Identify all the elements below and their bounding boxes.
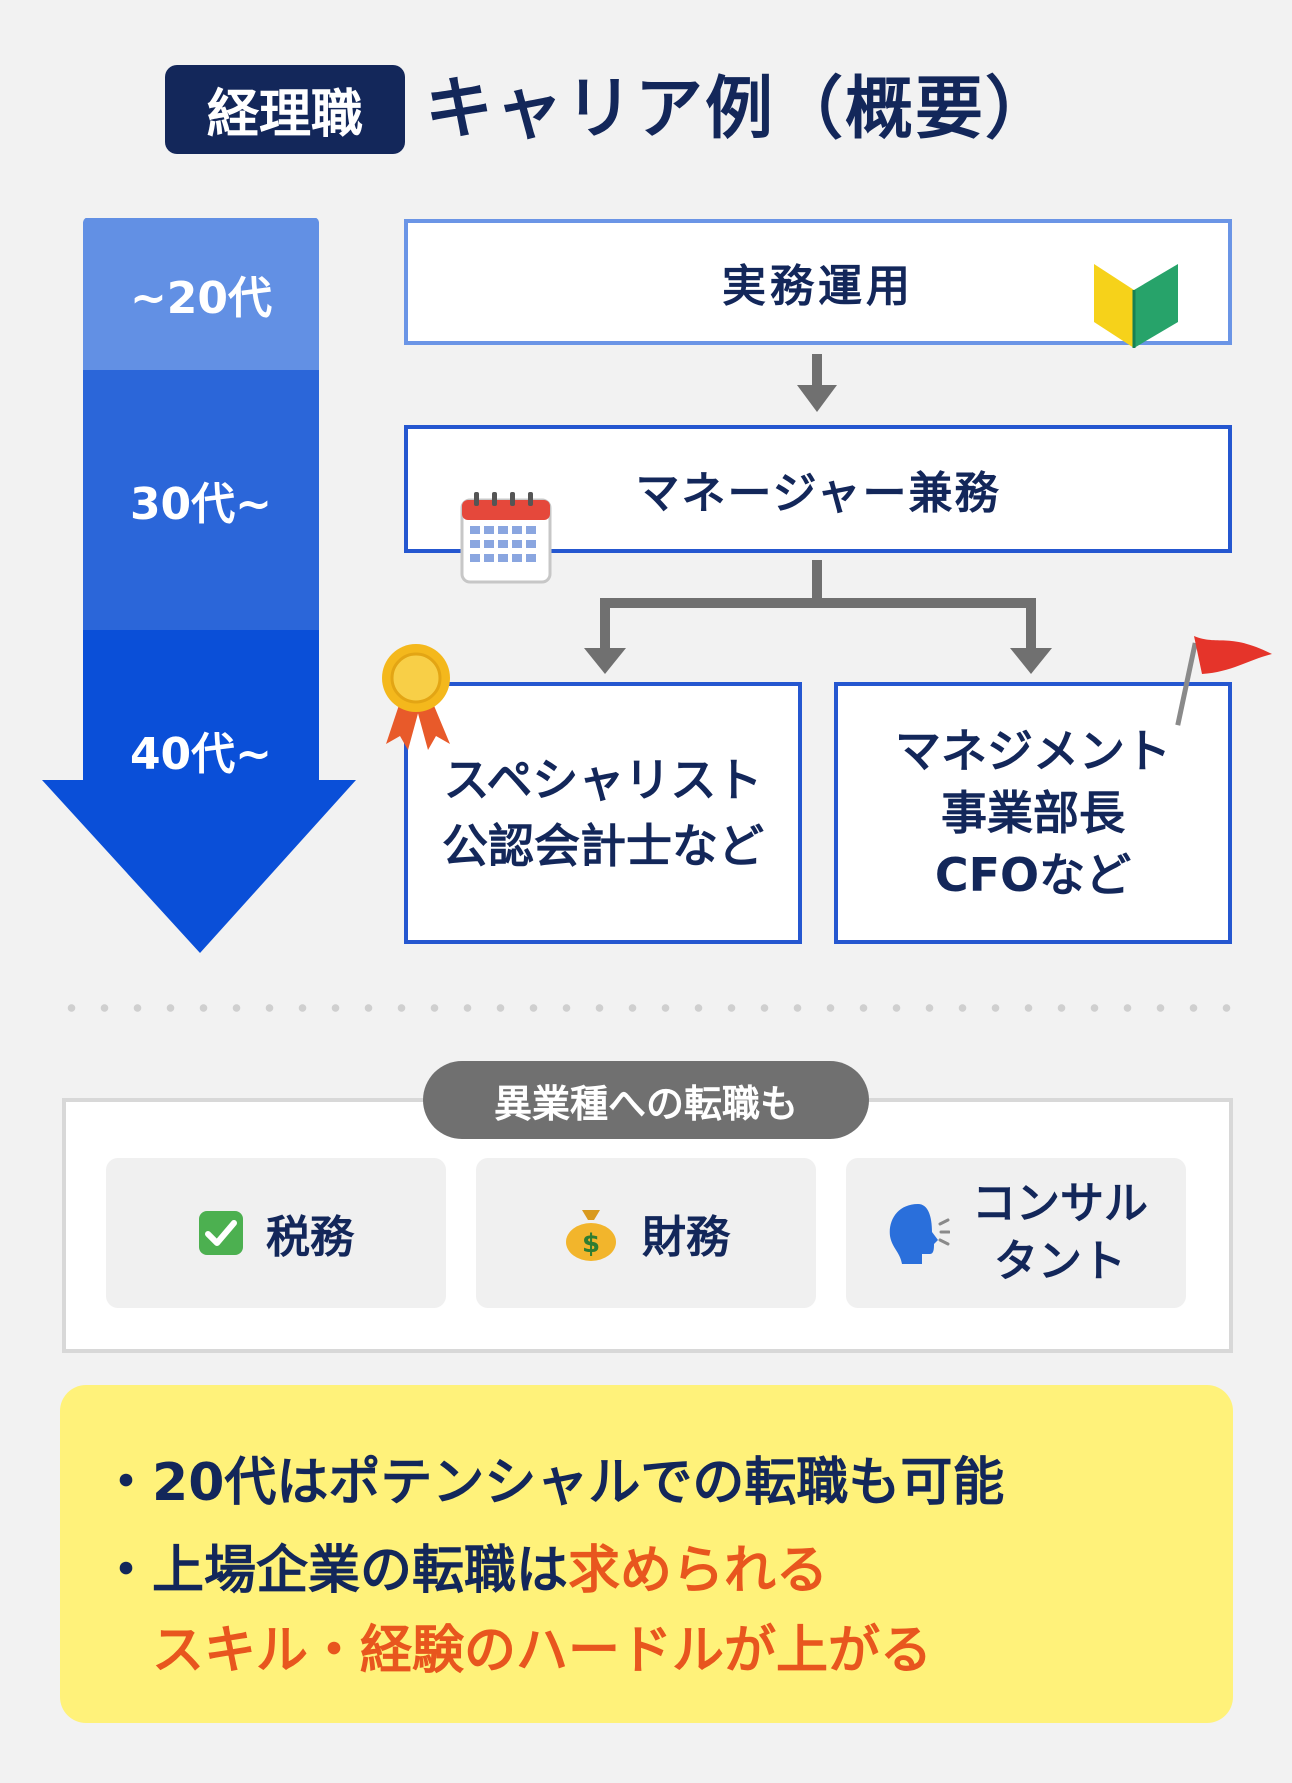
age-label-20s: ~20代 bbox=[129, 273, 273, 324]
connector-arrowhead bbox=[584, 648, 626, 674]
check-mark-icon bbox=[199, 1211, 243, 1255]
beginner-mark-icon bbox=[1094, 264, 1178, 348]
connector-line bbox=[1026, 598, 1036, 652]
connector-line bbox=[600, 598, 1036, 608]
option-label-consultant-2: タント bbox=[994, 1236, 1126, 1287]
role-label-management-2: 事業部長 bbox=[941, 786, 1125, 840]
option-label-consultant-1: コンサル bbox=[972, 1178, 1148, 1229]
connector-line bbox=[812, 560, 822, 606]
option-label-finance: 財務 bbox=[642, 1212, 730, 1263]
title-badge: 経理職 bbox=[165, 65, 405, 154]
age-label-40s: 40代~ bbox=[129, 729, 273, 780]
dotted-divider bbox=[55, 1004, 1237, 1012]
age-label-30s: 30代~ bbox=[129, 479, 273, 530]
money-bag-icon: $ bbox=[566, 1210, 616, 1261]
page-title: キャリア例（概要） bbox=[425, 70, 1056, 149]
flow-connectors bbox=[584, 354, 1052, 674]
note-item-1: ・20代はポテンシャルでの転職も可能 bbox=[100, 1440, 1004, 1515]
role-label-management-1: マネジメント bbox=[895, 724, 1171, 778]
option-chip-tax: 税務 bbox=[106, 1158, 446, 1308]
flag-icon bbox=[1175, 636, 1272, 726]
connector-line bbox=[600, 598, 610, 652]
role-label-specialist-1: スペシャリスト bbox=[443, 753, 763, 807]
note-bullet: ・ bbox=[100, 1541, 153, 1601]
option-chip-consultant: コンサル タント bbox=[846, 1158, 1186, 1308]
role-label-entry: 実務運用 bbox=[722, 261, 914, 312]
age-arrow-shape bbox=[42, 218, 356, 953]
role-box-specialist: スペシャリスト 公認会計士など bbox=[404, 682, 802, 944]
option-chip-finance: $ 財務 bbox=[476, 1158, 816, 1308]
svg-text:$: $ bbox=[582, 1229, 600, 1259]
role-label-specialist-2: 公認会計士など bbox=[442, 819, 764, 873]
note-text-1: 20代はポテンシャルでの転職も可能 bbox=[152, 1453, 1005, 1513]
note-text-2-highlight: 求められる bbox=[568, 1541, 829, 1601]
role-label-manager: マネージャー兼務 bbox=[635, 468, 1001, 519]
note-text-3-highlight: スキル・経験のハードルが上がる bbox=[152, 1621, 933, 1681]
role-label-management-3: CFOなど bbox=[934, 848, 1132, 902]
connector-arrowhead bbox=[797, 385, 837, 412]
note-text-2: 上場企業の転職は bbox=[152, 1541, 569, 1601]
connector-arrowhead bbox=[1010, 648, 1052, 674]
option-label-tax: 税務 bbox=[266, 1212, 354, 1263]
connector-line bbox=[812, 354, 822, 388]
rosette-award-icon bbox=[382, 644, 450, 750]
age-arrow bbox=[0, 0, 356, 953]
role-box-management: マネジメント 事業部長 CFOなど bbox=[834, 682, 1232, 944]
notes-panel bbox=[60, 1385, 1233, 1723]
note-bullet: ・ bbox=[100, 1453, 153, 1513]
other-industry-label: 異業種への転職も bbox=[423, 1061, 869, 1139]
speaking-head-icon bbox=[889, 1204, 950, 1264]
calendar-icon bbox=[460, 492, 552, 584]
note-item-2: ・上場企業の転職は求められる bbox=[100, 1528, 828, 1603]
